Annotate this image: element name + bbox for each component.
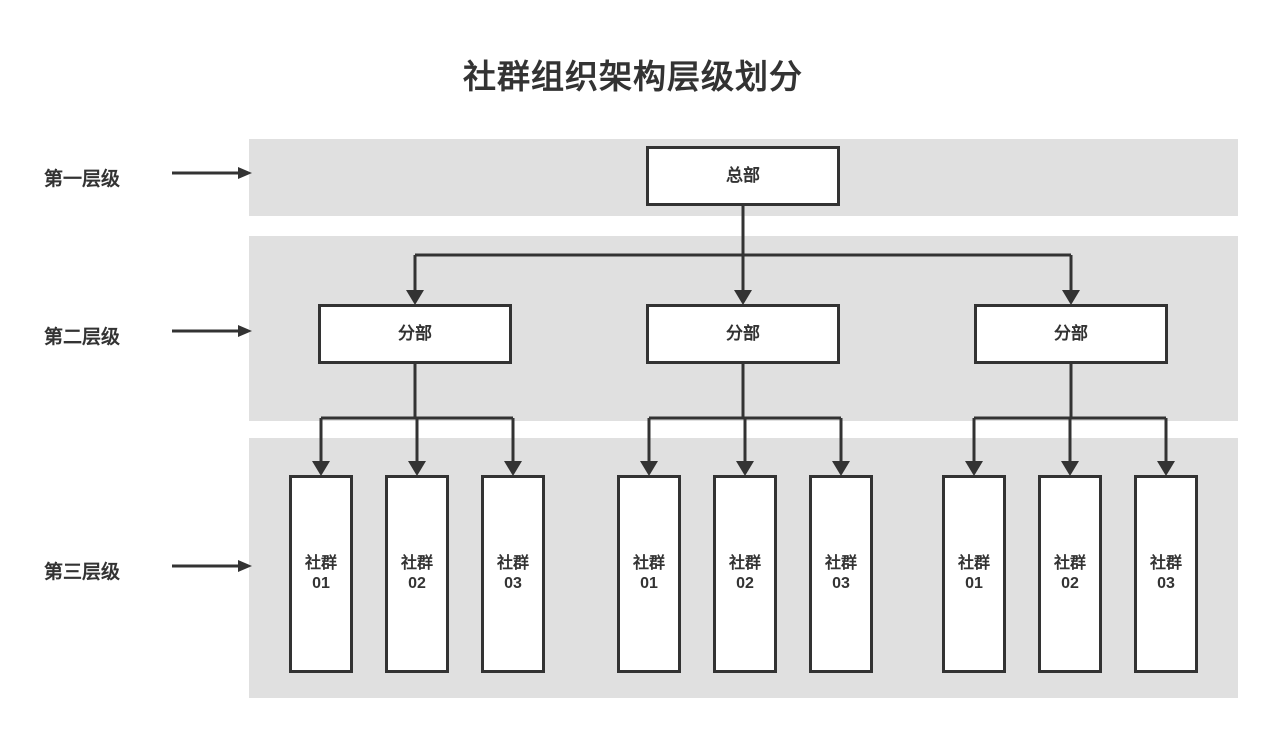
node-community-1-1-name: 社群 xyxy=(304,555,337,572)
node-community-3-2-name: 社群 xyxy=(1053,555,1086,572)
level-label-2: 第二层级 xyxy=(44,327,121,348)
node-community-3-1[interactable]: 社群 01 xyxy=(942,475,1006,673)
node-community-2-2-number: 02 xyxy=(736,575,754,592)
level-label-3: 第三层级 xyxy=(44,562,121,583)
node-community-1-1[interactable]: 社群 01 xyxy=(289,475,353,673)
node-community-3-1-name: 社群 xyxy=(957,555,990,572)
node-community-2-3-name: 社群 xyxy=(824,555,857,572)
level-arrow-icon-2 xyxy=(172,325,252,337)
level-arrow-icon-1 xyxy=(172,167,252,179)
node-community-2-2-name: 社群 xyxy=(728,555,761,572)
node-community-3-2-number: 02 xyxy=(1061,575,1079,592)
node-community-1-3-number: 03 xyxy=(504,575,522,592)
node-community-3-3-number: 03 xyxy=(1157,575,1175,592)
node-headquarters-label: 总部 xyxy=(726,166,760,186)
node-community-1-1-number: 01 xyxy=(312,575,330,592)
level-arrow-icon-3 xyxy=(172,560,252,572)
node-community-2-1[interactable]: 社群 01 xyxy=(617,475,681,673)
node-branch-3-label: 分部 xyxy=(1054,324,1088,344)
node-branch-2-label: 分部 xyxy=(726,324,760,344)
page-title: 社群组织架构层级划分 xyxy=(463,58,803,95)
node-community-2-1-number: 01 xyxy=(640,575,658,592)
node-community-1-2-number: 02 xyxy=(408,575,426,592)
node-branch-1[interactable]: 分部 xyxy=(318,304,512,364)
node-community-1-3-name: 社群 xyxy=(496,555,529,572)
node-headquarters[interactable]: 总部 xyxy=(646,146,840,206)
node-community-2-1-name: 社群 xyxy=(632,555,665,572)
node-community-2-2[interactable]: 社群 02 xyxy=(713,475,777,673)
node-community-3-3-name: 社群 xyxy=(1149,555,1182,572)
node-community-3-3[interactable]: 社群 03 xyxy=(1134,475,1198,673)
level-label-1: 第一层级 xyxy=(44,169,121,190)
node-community-2-3-number: 03 xyxy=(832,575,850,592)
node-community-3-2[interactable]: 社群 02 xyxy=(1038,475,1102,673)
node-community-1-3[interactable]: 社群 03 xyxy=(481,475,545,673)
node-community-1-2-name: 社群 xyxy=(400,555,433,572)
node-branch-2[interactable]: 分部 xyxy=(646,304,840,364)
node-community-3-1-number: 01 xyxy=(965,575,983,592)
node-branch-1-label: 分部 xyxy=(398,324,432,344)
node-community-1-2[interactable]: 社群 02 xyxy=(385,475,449,673)
node-community-2-3[interactable]: 社群 03 xyxy=(809,475,873,673)
node-branch-3[interactable]: 分部 xyxy=(974,304,1168,364)
